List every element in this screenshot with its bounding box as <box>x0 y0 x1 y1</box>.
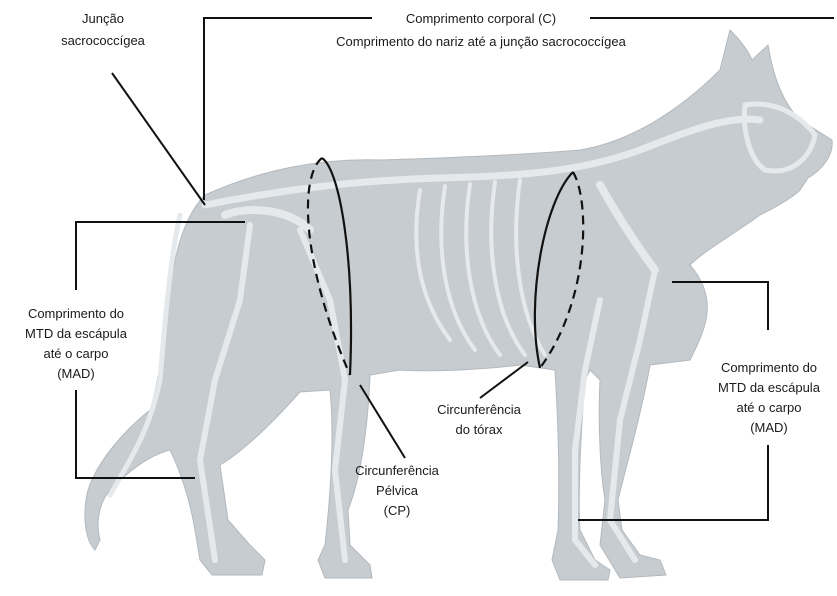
label-front-limb-line-3: até o carpo <box>736 400 801 415</box>
label-body-length-line-2: Comprimento do nariz até a junção sacroc… <box>336 34 627 49</box>
label-thorax: Circunferência do tórax <box>437 402 522 437</box>
label-front-limb-line-2: MTD da escápula <box>718 380 821 395</box>
label-body-length: Comprimento corporal (C) Comprimento do … <box>336 11 627 49</box>
label-pelvic-line-2: Pélvica <box>376 483 419 498</box>
label-pelvic: Circunferência Pélvica (CP) <box>355 463 440 518</box>
label-pelvic-line-3: (CP) <box>384 503 411 518</box>
cat-silhouette <box>85 30 832 580</box>
label-hind-limb-line-1: Comprimento do <box>28 306 124 321</box>
label-sacrococcygeal-line-1: Junção <box>82 11 124 26</box>
label-sacrococcygeal: Junção sacrococcígea <box>61 11 146 48</box>
label-thorax-line-1: Circunferência <box>437 402 522 417</box>
label-hind-limb: Comprimento do MTD da escápula até o car… <box>25 306 128 381</box>
label-sacrococcygeal-line-2: sacrococcígea <box>61 33 146 48</box>
label-hind-limb-line-3: até o carpo <box>43 346 108 361</box>
label-body-length-line-1: Comprimento corporal (C) <box>406 11 556 26</box>
label-pelvic-line-1: Circunferência <box>355 463 440 478</box>
label-front-limb-line-1: Comprimento do <box>721 360 817 375</box>
label-hind-limb-line-4: (MAD) <box>57 366 95 381</box>
label-front-limb-line-4: (MAD) <box>750 420 788 435</box>
label-thorax-line-2: do tórax <box>456 422 503 437</box>
label-front-limb: Comprimento do MTD da escápula até o car… <box>718 360 821 435</box>
label-hind-limb-line-2: MTD da escápula <box>25 326 128 341</box>
